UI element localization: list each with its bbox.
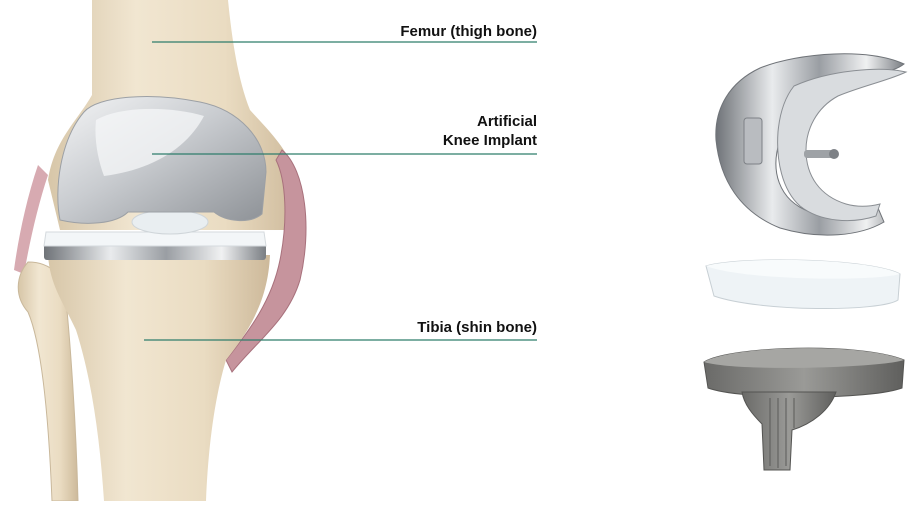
- femoral-box: [744, 118, 762, 164]
- medial-ligament: [14, 165, 48, 274]
- femur-label: Femur (thigh bone): [400, 22, 537, 41]
- femoral-peg-tip: [829, 149, 839, 159]
- tray-keel: [742, 392, 836, 470]
- tibia-label-text: Tibia (shin bone): [417, 318, 537, 337]
- implant-label-line1: Artificial: [443, 112, 537, 131]
- polyethylene-insert: [44, 232, 266, 246]
- femoral-component-exploded: [716, 54, 906, 235]
- implant-label-line2: Knee Implant: [443, 131, 537, 150]
- femoral-condyle-inner: [778, 69, 906, 220]
- knee-anatomy: [14, 0, 306, 501]
- implant-label: Artificial Knee Implant: [443, 112, 537, 150]
- tibial-tray-exploded: [704, 348, 904, 470]
- tibia-label: Tibia (shin bone): [417, 318, 537, 337]
- insert-post: [132, 210, 208, 234]
- polyethylene-insert-exploded: [706, 260, 900, 309]
- implant-components: [704, 54, 906, 470]
- tibia-bone: [48, 255, 270, 501]
- femur-label-text: Femur (thigh bone): [400, 22, 537, 41]
